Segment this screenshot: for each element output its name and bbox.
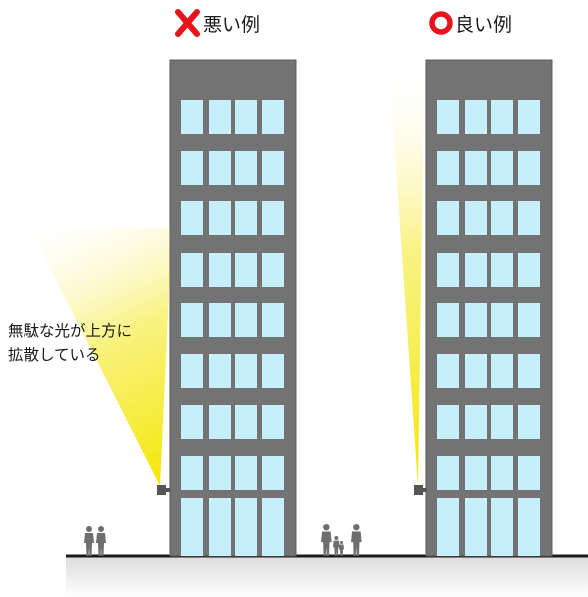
window — [491, 456, 513, 490]
person-silhouette — [84, 526, 94, 556]
window — [437, 201, 459, 235]
window — [491, 303, 513, 337]
entrance-window — [181, 498, 203, 556]
window — [209, 456, 231, 490]
window — [465, 456, 487, 490]
window — [181, 201, 203, 235]
ground-shade — [66, 556, 588, 597]
window — [181, 354, 203, 388]
window — [518, 456, 540, 490]
window — [465, 151, 487, 185]
window — [181, 303, 203, 337]
entrance-window — [235, 498, 257, 556]
bad-example-label: 悪い例 — [203, 14, 260, 36]
bad-example-header: 悪い例 — [175, 9, 260, 37]
window — [465, 405, 487, 439]
building-right — [425, 59, 553, 557]
floodlight-fixture-right — [414, 485, 423, 495]
window — [235, 405, 257, 439]
circle-icon — [429, 11, 453, 35]
window — [235, 303, 257, 337]
window — [235, 253, 257, 287]
good-example-label: 良い例 — [455, 14, 512, 36]
window — [437, 100, 459, 134]
window — [437, 303, 459, 337]
person-silhouette — [339, 541, 344, 556]
entrance-window — [465, 498, 487, 556]
person-silhouette — [321, 524, 332, 556]
window — [209, 151, 231, 185]
window — [209, 303, 231, 337]
window — [181, 151, 203, 185]
window — [465, 201, 487, 235]
window — [209, 100, 231, 134]
window — [491, 100, 513, 134]
entrance-window — [437, 498, 459, 556]
pedestrians — [84, 524, 362, 556]
window — [262, 303, 284, 337]
window — [262, 253, 284, 287]
person-silhouette — [351, 524, 362, 556]
window — [209, 405, 231, 439]
window — [518, 303, 540, 337]
window — [209, 201, 231, 235]
cross-icon — [175, 9, 200, 37]
window — [491, 201, 513, 235]
window — [181, 405, 203, 439]
building-left — [169, 59, 297, 557]
window — [437, 456, 459, 490]
window — [181, 253, 203, 287]
window — [235, 100, 257, 134]
window — [262, 456, 284, 490]
entrance-window — [491, 498, 513, 556]
entrance-window — [518, 498, 540, 556]
window — [437, 151, 459, 185]
window — [491, 354, 513, 388]
window — [518, 100, 540, 134]
window — [209, 354, 231, 388]
window — [465, 253, 487, 287]
window — [491, 151, 513, 185]
window — [437, 405, 459, 439]
good-example-header: 良い例 — [429, 11, 512, 36]
window — [465, 100, 487, 134]
window — [465, 354, 487, 388]
person-silhouette — [96, 526, 106, 556]
window — [262, 100, 284, 134]
floodlight-fixture-left — [157, 485, 166, 495]
window — [518, 354, 540, 388]
window — [518, 405, 540, 439]
window — [491, 405, 513, 439]
window — [181, 456, 203, 490]
window — [235, 456, 257, 490]
window — [518, 201, 540, 235]
wasted-light-beam — [30, 228, 172, 486]
window — [209, 253, 231, 287]
window — [235, 354, 257, 388]
window — [262, 405, 284, 439]
annotation-line-1: 無駄な光が上方に — [8, 322, 132, 340]
annotation-line-2: 拡散している — [8, 346, 101, 364]
window — [262, 354, 284, 388]
entrance-window — [209, 498, 231, 556]
window — [235, 151, 257, 185]
window — [437, 253, 459, 287]
entrance-window — [262, 498, 284, 556]
window — [437, 354, 459, 388]
window — [262, 201, 284, 235]
window — [518, 151, 540, 185]
window — [491, 253, 513, 287]
window — [235, 201, 257, 235]
window — [262, 151, 284, 185]
person-silhouette — [333, 536, 340, 556]
window — [181, 100, 203, 134]
window — [518, 253, 540, 287]
directed-light-beam — [390, 82, 424, 486]
window — [465, 303, 487, 337]
